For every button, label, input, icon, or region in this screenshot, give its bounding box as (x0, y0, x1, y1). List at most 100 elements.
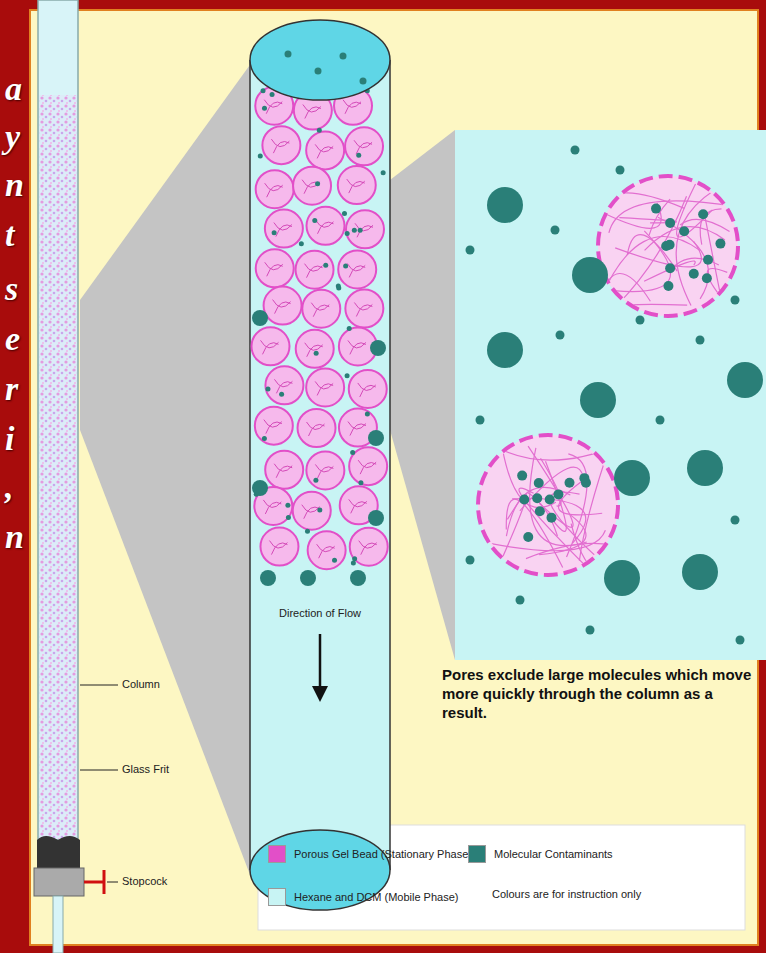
small-molecule (315, 181, 320, 186)
small-molecule (358, 228, 363, 233)
cylinder-side (249, 60, 251, 870)
gel-mesh (617, 196, 686, 305)
small-molecule (332, 558, 337, 563)
small-molecule (565, 478, 575, 488)
small-molecule (343, 263, 348, 268)
leader-line (107, 882, 118, 883)
legend-text: Hexane and DCM (Mobile Phase) (294, 891, 458, 903)
leader-line (80, 770, 118, 771)
gel-bead (598, 176, 738, 316)
gel-bead (293, 167, 331, 205)
gel-mesh (273, 300, 291, 314)
small-molecule (305, 529, 310, 534)
cylinder-end (250, 20, 390, 100)
small-molecule (317, 128, 322, 133)
zoom-funnel (80, 62, 252, 880)
gel-mesh (274, 464, 292, 478)
slide-text-fragment: y (5, 120, 20, 154)
small-molecule (586, 626, 595, 635)
small-molecule (286, 515, 291, 520)
small-molecule (279, 392, 284, 397)
small-molecule (534, 478, 544, 488)
outlet-tube (53, 896, 63, 953)
zoom-panel (455, 130, 766, 660)
large-molecule (604, 560, 640, 596)
gel-bead (349, 447, 387, 485)
flow-arrowhead (312, 686, 328, 702)
gel-mesh (358, 460, 376, 474)
large-molecule (614, 460, 650, 496)
gel-mesh (264, 420, 282, 434)
small-molecule (679, 226, 689, 236)
small-molecule (270, 92, 275, 97)
legend-swatch (268, 888, 286, 906)
small-molecule (651, 204, 661, 214)
gel-bead (293, 492, 331, 530)
small-molecule (523, 532, 533, 542)
gel-bead (265, 210, 303, 248)
flow-arrow (319, 634, 322, 694)
gel-mesh (483, 436, 490, 454)
gel-mesh (598, 237, 700, 305)
slide-text-fragment: i (5, 422, 14, 456)
legend-entry: Molecular Contaminants (468, 845, 613, 863)
legend-swatch (468, 845, 486, 863)
small-molecule (258, 154, 263, 159)
large-molecule (687, 450, 723, 486)
small-molecule (352, 228, 357, 233)
leader-line (80, 685, 118, 686)
small-molecule (466, 246, 475, 255)
gel-bead (265, 366, 303, 404)
small-molecule (317, 508, 322, 513)
small-molecule (285, 51, 292, 58)
small-molecule (551, 226, 560, 235)
cylinder-side (389, 60, 391, 870)
gel-mesh (528, 446, 573, 527)
small-molecule (381, 170, 386, 175)
gel-bead (306, 368, 344, 406)
large-molecule (487, 332, 523, 368)
gel-mesh (302, 180, 320, 194)
small-molecule (736, 636, 745, 645)
gel-mesh (302, 505, 320, 519)
legend-entry: Porous Gel Bead (Stationary Phase) (268, 845, 472, 863)
zoom-funnel (390, 130, 455, 660)
slide-text-fragment: e (5, 322, 20, 356)
small-molecule (356, 153, 361, 158)
gel-mesh (614, 231, 671, 292)
gel-mesh (609, 201, 738, 233)
small-molecule (579, 473, 589, 483)
small-molecule (313, 478, 318, 483)
slide-text-fragment: r (5, 372, 18, 406)
gel-mesh (263, 500, 281, 514)
legend-text: Porous Gel Bead (Stationary Phase) (294, 848, 472, 860)
gel-bead (265, 451, 303, 489)
gel-bead (255, 407, 293, 445)
gel-bead (252, 327, 290, 365)
small-molecule (698, 209, 708, 219)
small-molecule (272, 230, 277, 235)
small-molecule (262, 106, 267, 111)
column-packing (39, 95, 77, 839)
small-molecule (616, 166, 625, 175)
small-molecule (689, 269, 699, 279)
gel-bead (345, 127, 383, 165)
large-molecule (487, 187, 523, 223)
gel-mesh (348, 340, 366, 354)
gel-mesh (305, 264, 323, 278)
gel-mesh (343, 100, 361, 114)
column-cylinder: Direction of Flow (248, 18, 392, 913)
small-molecule (358, 480, 363, 485)
small-molecule (315, 68, 322, 75)
gel-mesh (348, 422, 366, 436)
gel-mesh (303, 105, 321, 119)
gel-bead (296, 330, 334, 368)
small-molecule (519, 495, 529, 505)
gel-bead (478, 435, 618, 575)
gel-mesh (305, 343, 323, 357)
cylinder-outline (248, 18, 392, 913)
slide-text-fragment: , (5, 470, 14, 504)
small-molecule (342, 211, 347, 216)
small-molecule (350, 450, 355, 455)
legend-text: Molecular Contaminants (494, 848, 613, 860)
